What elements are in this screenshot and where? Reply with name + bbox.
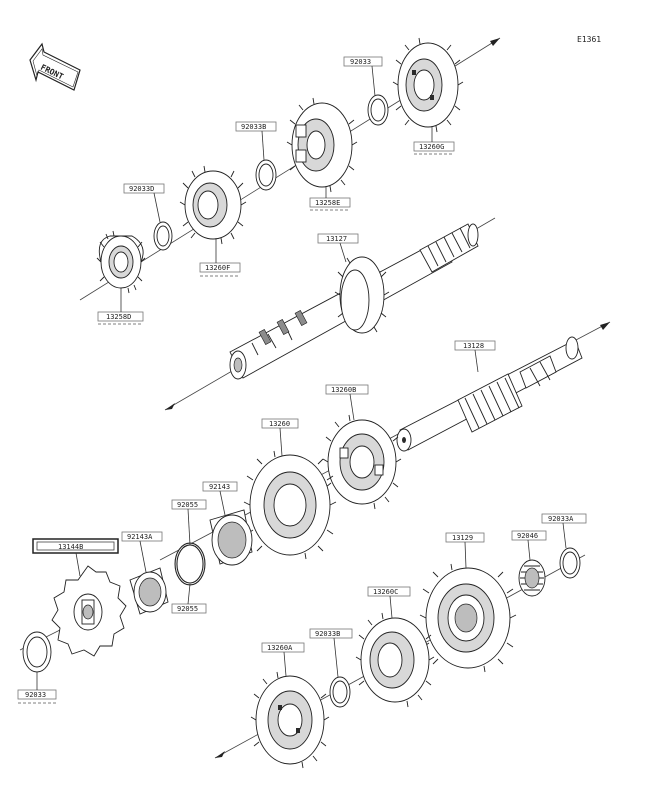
part-label-13128: 13128 (454, 340, 496, 373)
gear-13129 (419, 563, 517, 673)
part-label-13260B: 13260B (325, 384, 369, 421)
part-label-92033A: 92033A (541, 513, 587, 549)
part-label-13260: 13260 (261, 418, 299, 457)
gear-13258D (96, 230, 146, 294)
svg-text:92033: 92033 (25, 691, 46, 699)
part-label-92033B-bottom: 92033B (309, 628, 353, 678)
part-label-13258E: 13258E (309, 186, 351, 211)
svg-text:13260B: 13260B (331, 386, 356, 394)
gear-13260B (322, 414, 402, 510)
circlip-92033-lower (22, 631, 52, 673)
svg-text:92033B: 92033B (315, 630, 340, 638)
gear-13260G (392, 37, 464, 133)
part-label-92046: 92046 (511, 530, 547, 561)
sprocket-13144B (51, 565, 127, 657)
part-label-92033B-top: 92033B (235, 121, 277, 161)
part-label-13144B: 13144B (32, 538, 119, 577)
svg-text:13144B: 13144B (58, 543, 83, 551)
svg-text:92033A: 92033A (548, 515, 574, 523)
part-label-13129: 13129 (445, 532, 485, 569)
part-label-13127: 13127 (317, 233, 359, 263)
bearing-92046 (518, 559, 546, 597)
part-label-13260A: 13260A (261, 642, 305, 677)
front-arrow-icon: FRONT (29, 42, 81, 91)
mainshaft-13127 (229, 223, 479, 380)
part-label-13260F: 13260F (199, 238, 241, 277)
gear-13260A (250, 671, 330, 769)
svg-text:13258E: 13258E (315, 199, 340, 207)
svg-text:13128: 13128 (463, 342, 484, 350)
collar-92143A (129, 567, 169, 615)
circlip-92033B-upper (255, 159, 277, 191)
part-label-92033D: 92033D (123, 183, 165, 223)
part-label-92055-top: 92055 (171, 499, 207, 546)
part-label-92055-bottom: 92055 (171, 583, 207, 614)
svg-text:13260C: 13260C (373, 588, 398, 596)
oring-92055 (174, 542, 206, 586)
svg-text:92055: 92055 (177, 605, 198, 613)
gear-13260F (179, 165, 247, 245)
svg-text:13260: 13260 (269, 420, 290, 428)
svg-text:13260G: 13260G (419, 143, 444, 151)
svg-text:13258D: 13258D (106, 313, 131, 321)
part-label-92033-bottom: 92033 (17, 672, 57, 704)
circlip-92033-upper (367, 94, 389, 126)
part-label-92143: 92143 (202, 481, 238, 516)
svg-text:13260A: 13260A (267, 644, 293, 652)
circlip-92033B-lower (329, 676, 351, 708)
part-label-13260G: 13260G (413, 126, 455, 155)
collar-92143 (209, 509, 253, 566)
gear-13260 (243, 450, 337, 560)
part-label-13260C: 13260C (367, 586, 411, 619)
svg-text:92143A: 92143A (127, 533, 153, 541)
gear-13258E (286, 97, 358, 193)
svg-text:13260F: 13260F (205, 264, 230, 272)
part-label-13258D: 13258D (97, 288, 144, 325)
output-shaft-13128 (396, 336, 583, 452)
svg-text:92033: 92033 (350, 58, 371, 66)
circlip-92033A (559, 547, 581, 579)
svg-text:92055: 92055 (177, 501, 198, 509)
circlip-92033D (153, 221, 173, 251)
gear-13260C (355, 612, 435, 708)
svg-text:92046: 92046 (517, 532, 538, 540)
svg-text:13127: 13127 (326, 235, 347, 243)
part-label-92033-top: 92033 (343, 56, 383, 97)
svg-text:92143: 92143 (209, 483, 230, 491)
part-label-92143A: 92143A (121, 531, 163, 573)
svg-text:92033B: 92033B (241, 123, 266, 131)
diagram-id: E1361 (577, 35, 601, 44)
svg-text:92033D: 92033D (129, 185, 154, 193)
svg-text:13129: 13129 (452, 534, 473, 542)
